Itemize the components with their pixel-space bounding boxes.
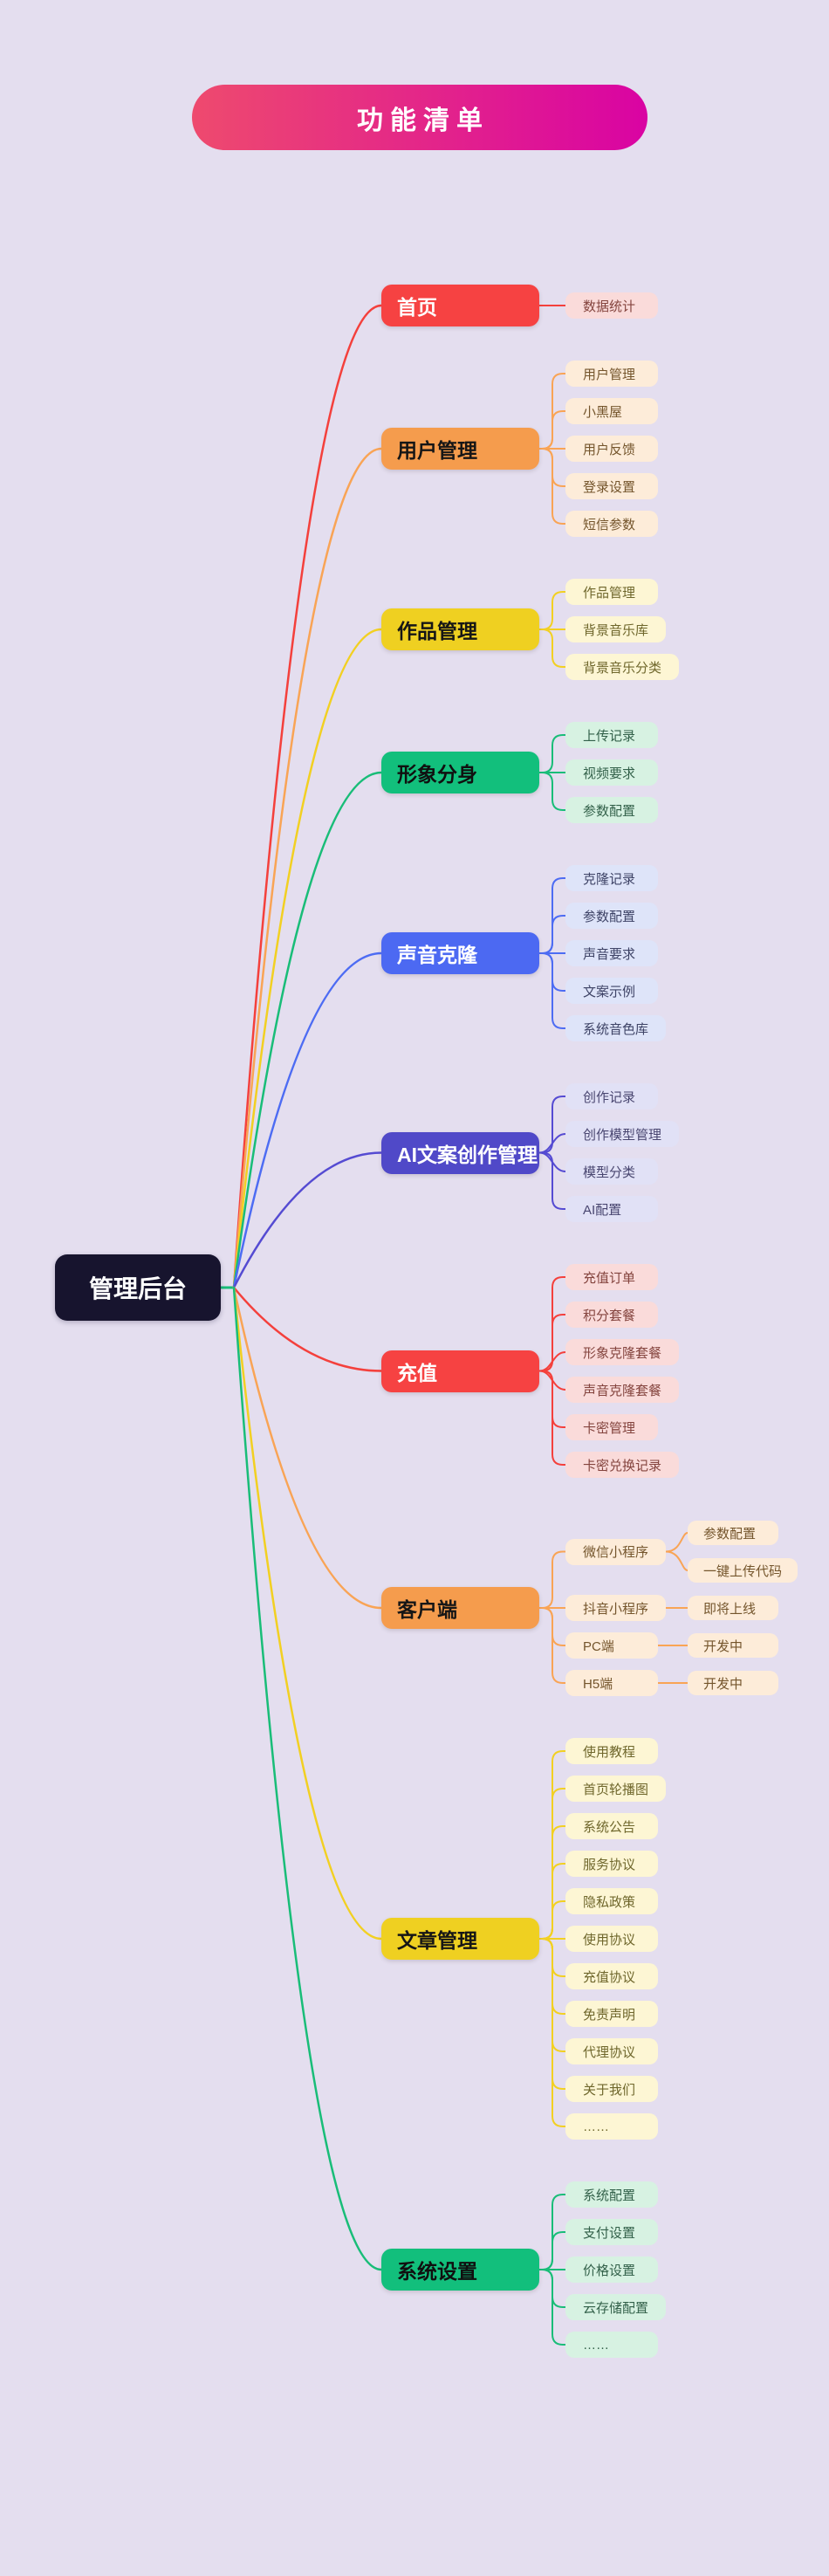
child-node[interactable]: 用户反馈 (565, 436, 658, 462)
edge-line (538, 1314, 566, 1372)
branch-node[interactable]: AI文案创作管理 (381, 1131, 539, 1174)
grandchild-node[interactable]: 开发中 (688, 1671, 778, 1695)
edge-line (538, 1151, 566, 1210)
edge-line (232, 304, 383, 1289)
child-node[interactable]: 声音要求 (565, 940, 658, 966)
child-node[interactable]: 创作模型管理 (565, 1121, 680, 1147)
child-node[interactable]: …… (565, 2113, 658, 2140)
root-node[interactable]: 管理后台 (55, 1254, 221, 1321)
child-node[interactable]: 参数配置 (565, 797, 658, 823)
child-node[interactable]: 模型分类 (565, 1158, 658, 1185)
child-node[interactable]: 代理协议 (565, 2038, 658, 2064)
child-node[interactable]: PC端 (565, 1632, 658, 1659)
child-node[interactable]: 使用协议 (565, 1926, 658, 1952)
child-node[interactable]: 视频要求 (565, 759, 658, 786)
child-node[interactable]: 卡密兑换记录 (565, 1452, 680, 1478)
branch-node[interactable]: 系统设置 (381, 2249, 539, 2291)
child-node[interactable]: 系统公告 (565, 1813, 658, 1839)
child-node[interactable]: 微信小程序 (565, 1538, 667, 1565)
child-node[interactable]: 克隆记录 (565, 865, 658, 891)
child-node[interactable]: 服务协议 (565, 1851, 658, 1877)
edge-line (232, 447, 383, 1289)
edge-line (538, 1938, 566, 2127)
child-node[interactable]: 小黑屋 (565, 398, 658, 424)
branch-node[interactable]: 作品管理 (381, 608, 539, 650)
branch-node[interactable]: 用户管理 (381, 428, 539, 470)
edge-line (538, 2231, 566, 2270)
child-node[interactable]: 作品管理 (565, 579, 658, 605)
child-node[interactable]: 支付设置 (565, 2219, 658, 2245)
edge-line (232, 1151, 383, 1289)
child-node[interactable]: …… (565, 2332, 658, 2358)
branch-node[interactable]: 充值 (381, 1350, 539, 1392)
edge-line (538, 629, 566, 668)
child-node[interactable]: 免责声明 (565, 2001, 658, 2027)
child-node[interactable]: 卡密管理 (565, 1414, 658, 1440)
child-node[interactable]: 创作记录 (565, 1083, 658, 1109)
child-node[interactable]: 短信参数 (565, 511, 658, 537)
child-node[interactable]: 系统配置 (565, 2181, 658, 2208)
child-node[interactable]: 背景音乐分类 (565, 654, 680, 680)
child-node[interactable]: 价格设置 (565, 2257, 658, 2283)
child-node[interactable]: 用户管理 (565, 361, 658, 387)
edge-line (665, 1532, 689, 1553)
edge-line (538, 952, 566, 1029)
edge-line (538, 1550, 566, 1609)
branch-node[interactable]: 文章管理 (381, 1918, 539, 1960)
edge-line (538, 772, 566, 811)
child-node[interactable]: AI配置 (565, 1196, 658, 1222)
grandchild-node[interactable]: 即将上线 (688, 1596, 778, 1620)
edge-line (538, 1900, 566, 1940)
edge-line (232, 771, 383, 1289)
child-node[interactable]: 积分套餐 (565, 1302, 658, 1328)
edge-line (538, 1370, 566, 1466)
grandchild-node[interactable]: 开发中 (688, 1633, 778, 1658)
edge-line (232, 1286, 383, 1372)
title-banner: 功能清单 (192, 85, 647, 150)
child-node[interactable]: H5端 (565, 1670, 658, 1696)
edge-line (538, 2269, 566, 2346)
child-node[interactable]: 声音克隆套餐 (565, 1377, 680, 1403)
edge-line (538, 448, 566, 525)
child-node[interactable]: 上传记录 (565, 722, 658, 748)
branch-node[interactable]: 声音克隆 (381, 932, 539, 974)
edge-line (232, 1286, 383, 1941)
branch-node[interactable]: 客户端 (381, 1587, 539, 1629)
child-node[interactable]: 充值订单 (565, 1264, 658, 1290)
edge-line (538, 591, 566, 630)
child-node[interactable]: 登录设置 (565, 473, 658, 499)
edge-line (665, 1550, 689, 1571)
edge-line (538, 734, 566, 773)
branch-node[interactable]: 形象分身 (381, 752, 539, 793)
edge-line (232, 1286, 383, 2271)
child-node[interactable]: 首页轮播图 (565, 1776, 667, 1802)
child-node[interactable]: 背景音乐库 (565, 616, 667, 642)
edge-line (538, 1607, 566, 1684)
child-node[interactable]: 文案示例 (565, 978, 658, 1004)
edge-line (232, 951, 383, 1289)
child-node[interactable]: 数据统计 (565, 292, 658, 319)
child-node[interactable]: 系统音色库 (565, 1015, 667, 1041)
child-node[interactable]: 云存储配置 (565, 2294, 667, 2320)
child-node[interactable]: 隐私政策 (565, 1888, 658, 1914)
branch-node[interactable]: 首页 (381, 285, 539, 326)
child-node[interactable]: 充值协议 (565, 1963, 658, 1989)
edge-line (538, 915, 566, 954)
grandchild-node[interactable]: 参数配置 (688, 1521, 778, 1545)
grandchild-node[interactable]: 一键上传代码 (688, 1558, 798, 1583)
child-node[interactable]: 关于我们 (565, 2076, 658, 2102)
edge-line (538, 410, 566, 450)
child-node[interactable]: 参数配置 (565, 903, 658, 929)
edge-line (538, 1096, 566, 1154)
child-node[interactable]: 形象克隆套餐 (565, 1339, 680, 1365)
edge-line (232, 628, 383, 1289)
child-node[interactable]: 抖音小程序 (565, 1595, 667, 1621)
edge-line (232, 1286, 383, 1610)
child-node[interactable]: 使用教程 (565, 1738, 658, 1764)
